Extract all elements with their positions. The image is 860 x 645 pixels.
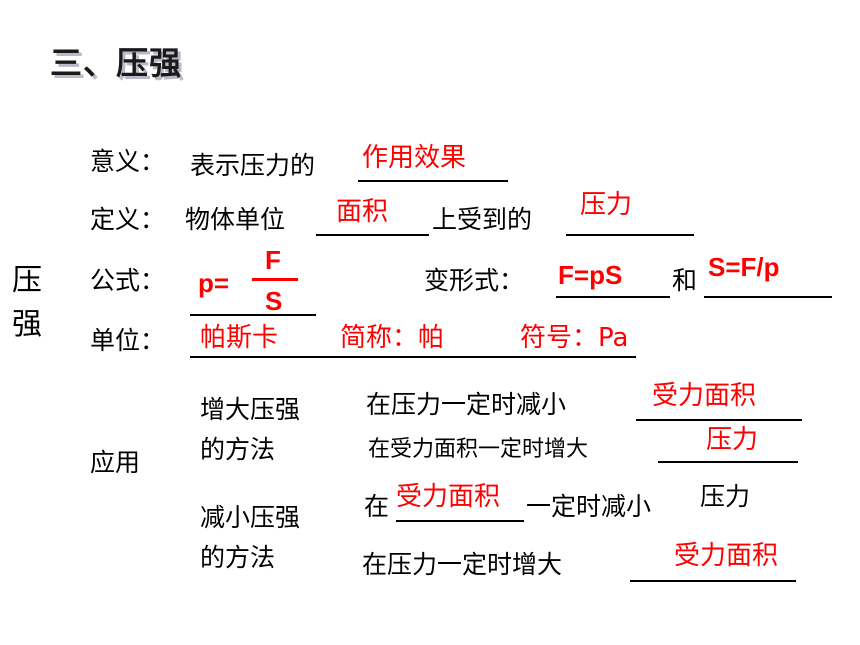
definition-label: 定义： [90,205,166,234]
formula-numerator: F [265,245,281,275]
decrease-line-2-text: 在压力一定时增大 [362,550,563,579]
variant-blank-1 [556,296,670,298]
unit-label: 单位： [90,326,166,355]
variant-label: 变形式： [424,266,525,295]
decrease-heading-1: 减小压强 [200,503,301,532]
increase-heading-2: 的方法 [200,435,276,464]
increase-line-2-text: 在受力面积一定时增大 [368,437,589,462]
formula-denominator: S [265,286,283,316]
increase-line-1-text: 在压力一定时减小 [366,390,567,419]
increase-line-1-blank [636,419,802,421]
formula-lhs: p= [198,268,230,298]
variant-answer-2: S=F/p [708,252,780,282]
increase-line-1-answer: 受力面积 [652,381,757,411]
increase-line-2-answer: 压力 [706,425,759,455]
unit-name: 帕斯卡 [200,323,279,353]
formula-label: 公式： [90,266,166,295]
increase-line-2-blank [658,461,798,463]
unit-short: 简称：帕 [340,323,445,353]
decrease-line-1-blank [396,520,524,522]
increase-heading-1: 增大压强 [200,395,301,424]
decrease-line-1-answer: 受力面积 [396,482,501,512]
variant-and: 和 [672,266,698,295]
meaning-blank [358,180,508,182]
application-label: 应用 [90,448,141,477]
meaning-answer: 作用效果 [362,143,467,173]
decrease-line-1-pre: 在 [364,492,390,521]
decrease-heading-2: 的方法 [200,543,276,572]
side-label-1: 压 [12,263,42,298]
page-title: 三、压强 [50,44,183,82]
formula-blank [190,314,316,316]
decrease-line-1-text: 一定时减小 [526,492,652,521]
definition-answer-1: 面积 [336,197,389,227]
decrease-line-2-answer: 受力面积 [674,541,779,571]
definition-answer-2: 压力 [580,190,633,220]
definition-blank-2 [566,234,694,236]
meaning-text: 表示压力的 [190,151,316,180]
fraction-bar [252,278,298,281]
meaning-label: 意义： [90,147,166,176]
definition-text-1: 物体单位 [185,205,286,234]
definition-blank-1 [316,234,429,236]
variant-answer-1: F=pS [558,260,623,290]
variant-blank-2 [704,296,832,298]
unit-blank [190,356,636,358]
decrease-line-2-blank [630,580,796,582]
side-label-2: 强 [12,307,42,342]
unit-symbol: 符号：Pa [520,323,629,353]
definition-text-2: 上受到的 [432,205,533,234]
decrease-line-1-tail: 压力 [700,482,751,511]
